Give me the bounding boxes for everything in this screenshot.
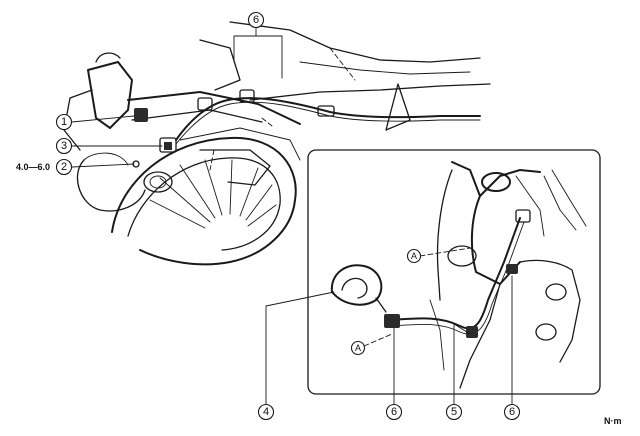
callout-3: 3 <box>55 137 163 155</box>
callout-5: 5 <box>445 403 463 421</box>
callout-4: 4 <box>257 403 275 421</box>
svg-text:3: 3 <box>61 140 67 152</box>
svg-text:4: 4 <box>263 406 269 418</box>
svg-text:2: 2 <box>61 161 67 173</box>
callout-6-bottom-right: 6 <box>503 403 521 421</box>
callout-2-with-torque: 4.0—6.0 2 <box>16 158 135 176</box>
svg-text:A: A <box>411 251 417 261</box>
unit-label: N·m <box>604 416 622 426</box>
svg-text:A: A <box>355 343 361 353</box>
svg-text:5: 5 <box>451 406 457 418</box>
svg-text:6: 6 <box>391 406 397 418</box>
detail-inset <box>265 149 601 407</box>
reference-mark-a-upper: A <box>406 248 422 264</box>
svg-text:6: 6 <box>509 406 515 418</box>
callout-6-bottom-left: 6 <box>385 403 403 421</box>
rear-suspension-assembly <box>63 21 491 266</box>
reference-mark-a-lower: A <box>350 340 366 356</box>
torque-spec: 4.0—6.0 <box>16 162 50 172</box>
svg-text:6: 6 <box>253 14 259 26</box>
svg-text:1: 1 <box>61 116 67 128</box>
callout-1: 1 <box>55 113 135 131</box>
callout-6-top: 6 <box>233 11 283 79</box>
